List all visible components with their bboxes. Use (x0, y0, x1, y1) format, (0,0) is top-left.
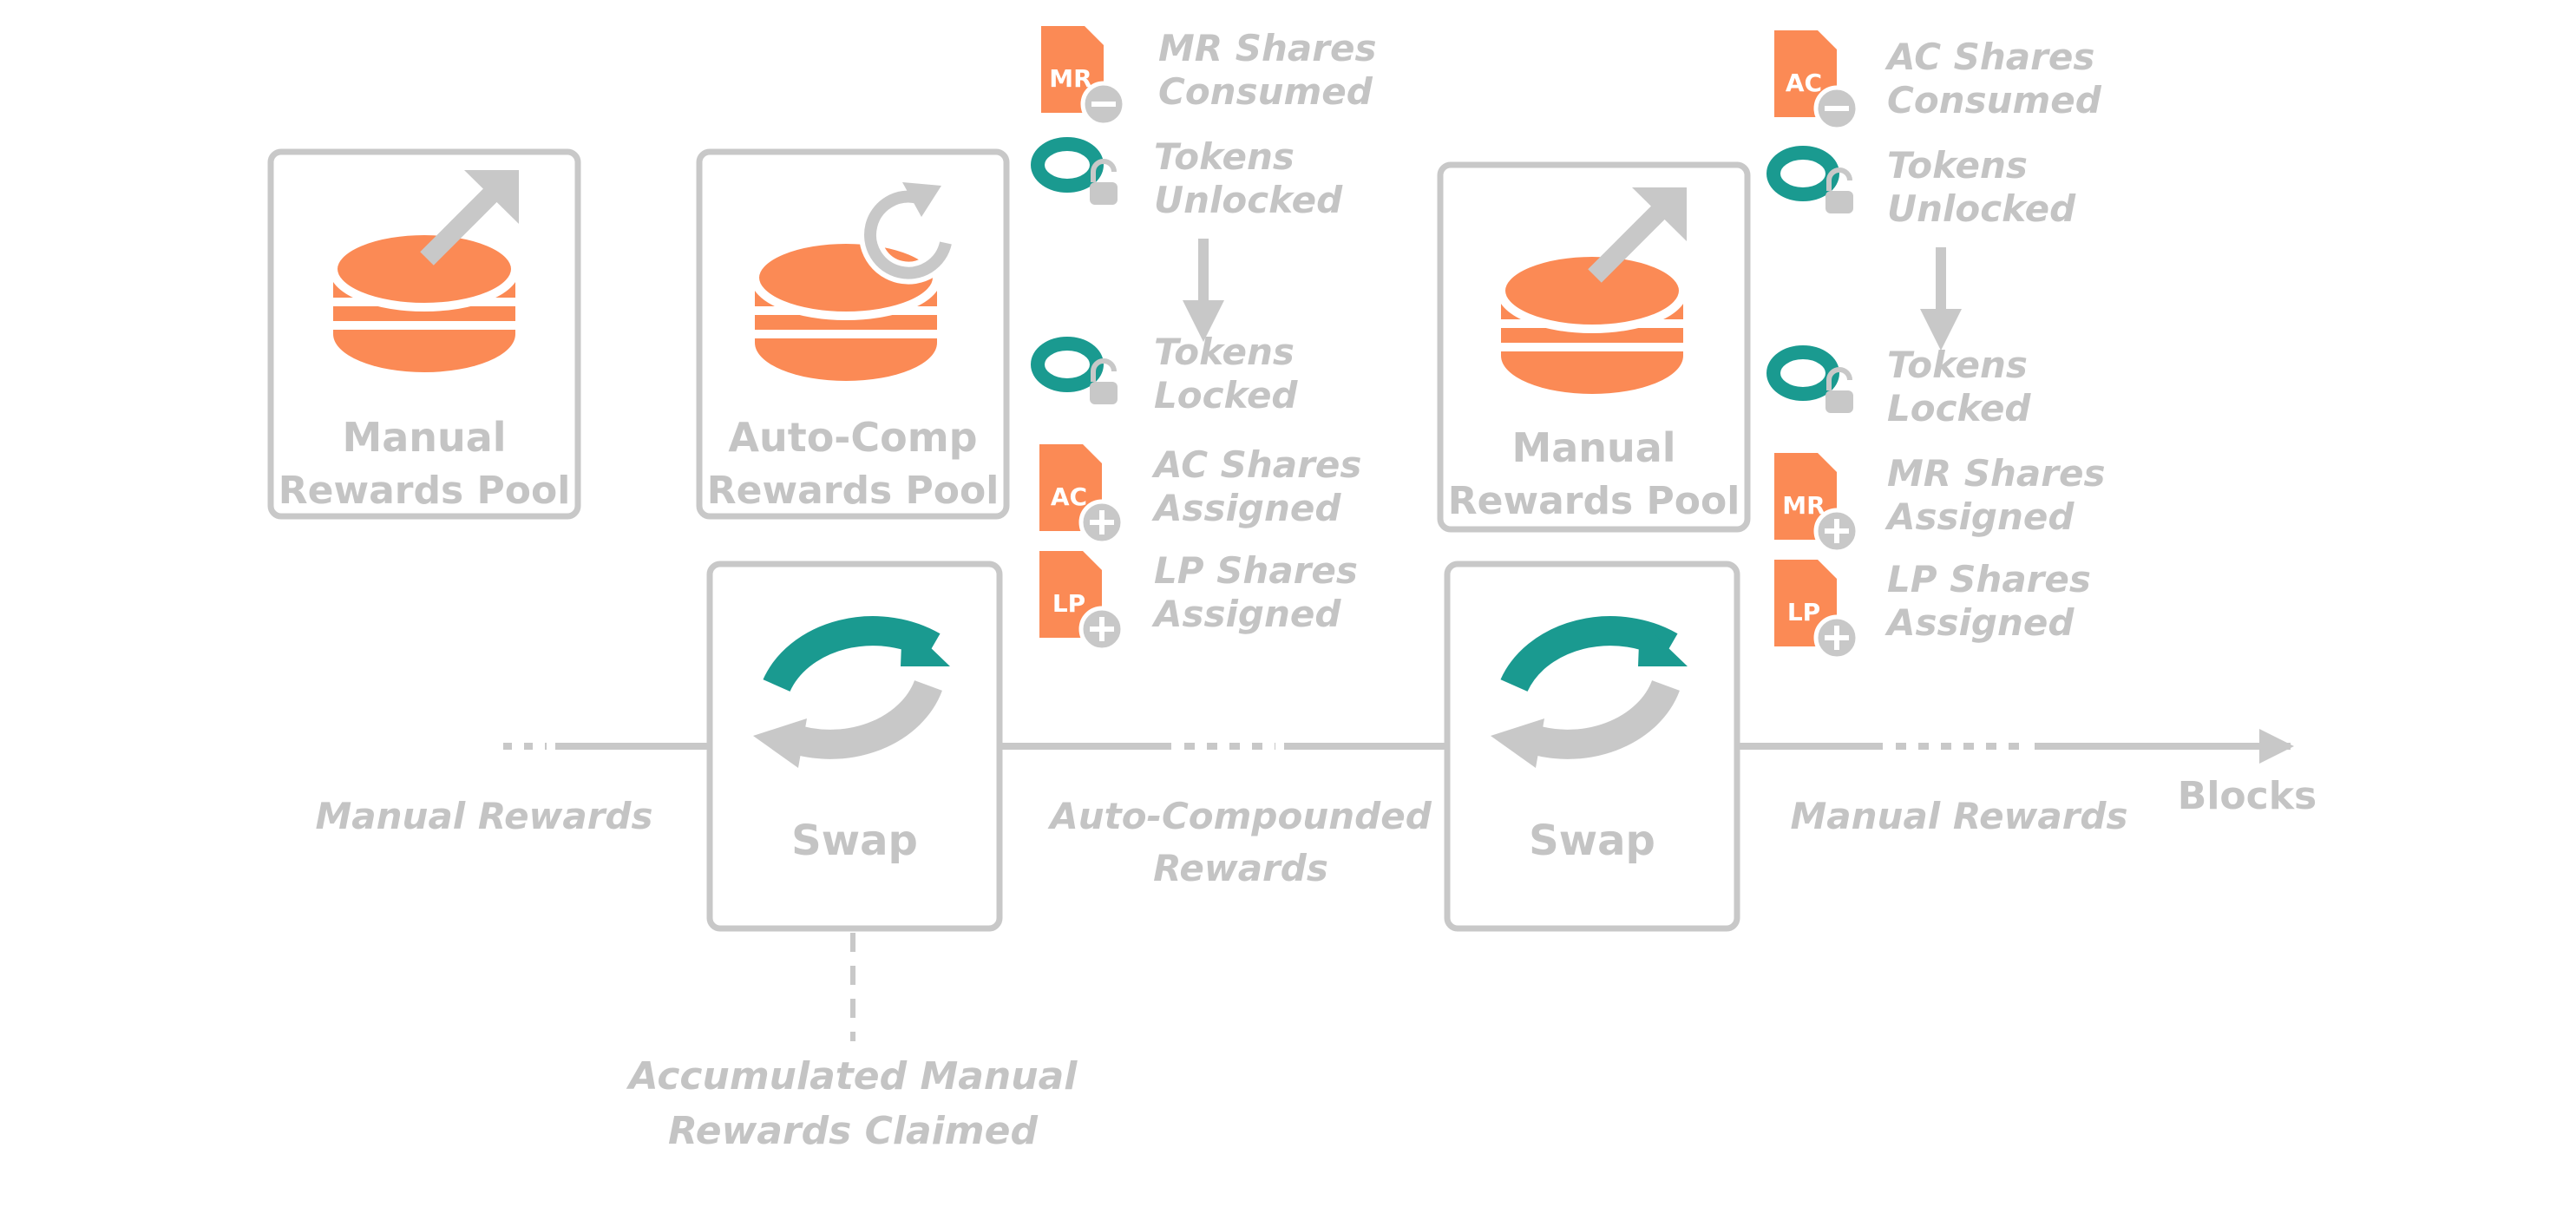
export-arrow-icon (420, 170, 519, 266)
pool-2-line1: Auto-Comp (728, 414, 977, 461)
document-icon: LP (1774, 560, 1860, 661)
document-icon: AC (1039, 444, 1125, 546)
timeline: Blocks Manual Rewards Auto-Compounded Re… (316, 729, 2317, 889)
claim-line1: Accumulated Manual (626, 1054, 1078, 1099)
timeline-label-manual-rewards-2: Manual Rewards (1791, 795, 2128, 837)
manual-rewards-pool-2: Manual Rewards Pool (1437, 161, 1751, 533)
timeline-label-auto-compounded: Auto-Compounded (1047, 795, 1432, 837)
svg-text:MR Shares: MR Shares (1887, 452, 2105, 495)
lp-shares-assigned: LP LP Shares Assigned (1774, 558, 2091, 661)
pool-3-line2: Rewards Pool (1448, 479, 1740, 523)
svg-text:LP: LP (1052, 589, 1085, 618)
ac-shares-consumed: AC AC Shares Consumed (1774, 30, 2102, 132)
document-icon: MR (1041, 26, 1127, 128)
swap-2-actions: AC AC Shares Consumed Tokens Unlocked (1766, 30, 2105, 661)
tokens-locked: Tokens Locked (1766, 344, 2031, 430)
svg-text:Locked: Locked (1887, 387, 2031, 430)
svg-text:Locked: Locked (1154, 374, 1298, 417)
manual-rewards-claim: Accumulated Manual Rewards Claimed (626, 933, 1078, 1153)
swap-1: Swap (706, 561, 1003, 932)
svg-text:MR: MR (1782, 491, 1825, 520)
pool-2-line2: Rewards Pool (707, 469, 1000, 513)
auto-comp-rewards-pool: Auto-Comp Rewards Pool (696, 148, 1010, 520)
document-icon: LP (1039, 551, 1125, 653)
mr-shares-consumed: MR MR Shares Consumed (1041, 26, 1376, 128)
stacked-coins-icon (751, 235, 941, 381)
export-arrow-icon (1588, 187, 1687, 283)
svg-text:AC Shares: AC Shares (1151, 443, 1361, 486)
token-lock-icon (1766, 146, 1853, 213)
swap-2-label: Swap (1529, 817, 1655, 865)
token-lock-icon (1031, 337, 1118, 404)
tokens-locked: Tokens Locked (1031, 331, 1298, 417)
svg-text:MR Shares: MR Shares (1158, 27, 1376, 69)
svg-text:Unlocked: Unlocked (1887, 187, 2076, 230)
timeline-axis-label: Blocks (2178, 774, 2317, 818)
timeline-label-auto-compounded-2: Rewards (1153, 847, 1328, 889)
tokens-unlocked: Tokens Unlocked (1766, 144, 2076, 230)
swap-1-label: Swap (791, 817, 918, 865)
svg-text:Assigned: Assigned (1884, 495, 2075, 538)
tokens-unlocked: Tokens Unlocked (1031, 135, 1343, 221)
svg-text:Unlocked: Unlocked (1154, 179, 1343, 221)
svg-text:Consumed: Consumed (1887, 79, 2102, 121)
svg-text:Tokens: Tokens (1154, 331, 1295, 373)
pool-1-line2: Rewards Pool (279, 469, 571, 513)
pool-3-line1: Manual (1511, 424, 1675, 471)
claim-line2: Rewards Claimed (668, 1109, 1038, 1153)
ac-shares-assigned: AC AC Shares Assigned (1039, 443, 1361, 546)
svg-text:Tokens: Tokens (1154, 135, 1295, 178)
svg-text:LP Shares: LP Shares (1154, 549, 1358, 592)
document-icon: AC (1774, 30, 1860, 132)
token-lock-icon (1766, 345, 1853, 413)
stacked-coins-icon (329, 226, 520, 372)
svg-text:LP Shares: LP Shares (1887, 558, 2091, 600)
refresh-icon (859, 182, 957, 285)
svg-text:AC: AC (1051, 482, 1087, 511)
svg-text:Assigned: Assigned (1151, 593, 1341, 635)
svg-text:LP: LP (1787, 598, 1820, 626)
swap-1-actions: MR MR Shares Consumed Tokens Unlocked (1031, 26, 1376, 653)
pool-1-line1: Manual (342, 414, 506, 461)
swap-2: Swap (1444, 561, 1740, 932)
mr-shares-assigned: MR MR Shares Assigned (1774, 452, 2105, 554)
swap-cycle-icon (753, 616, 950, 768)
svg-text:Tokens: Tokens (1887, 344, 2028, 386)
svg-text:Assigned: Assigned (1884, 601, 2075, 644)
svg-text:Tokens: Tokens (1887, 144, 2028, 187)
svg-text:MR: MR (1049, 64, 1091, 93)
svg-text:AC Shares: AC Shares (1884, 36, 2094, 78)
lp-shares-assigned: LP LP Shares Assigned (1039, 549, 1358, 653)
swap-cycle-icon (1491, 616, 1688, 768)
svg-text:Assigned: Assigned (1151, 487, 1341, 529)
token-lock-icon (1031, 137, 1118, 205)
svg-text:AC: AC (1786, 69, 1822, 97)
timeline-label-manual-rewards-1: Manual Rewards (316, 795, 653, 837)
stacked-coins-icon (1497, 248, 1688, 394)
manual-rewards-pool-1: Manual Rewards Pool (267, 148, 581, 520)
svg-text:Consumed: Consumed (1158, 70, 1373, 113)
document-icon: MR (1774, 453, 1860, 554)
